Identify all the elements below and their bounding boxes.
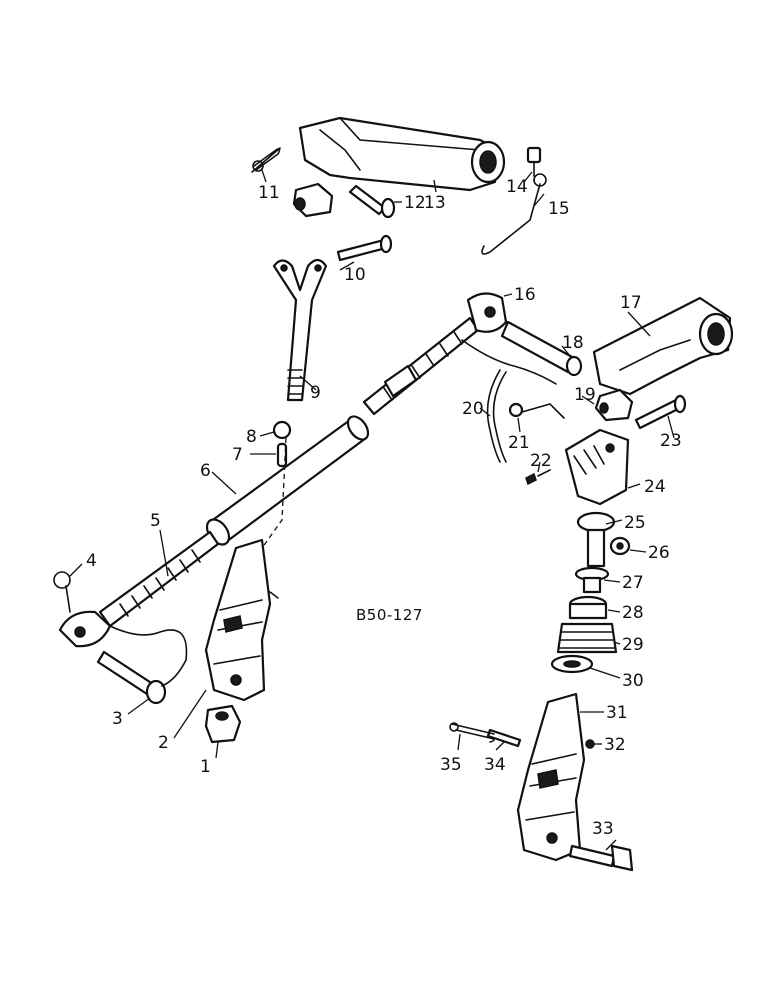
threaded-rod-part-5 [58, 530, 220, 648]
callout-15: 15 [548, 199, 570, 219]
spring-clip-part-11 [251, 147, 281, 173]
rod-end-part-16 [466, 292, 508, 333]
callout-34: 34 [484, 755, 506, 775]
bolt-part-33 [568, 844, 634, 872]
bolt-part-34 [486, 728, 522, 748]
callout-12: 12 [404, 193, 426, 213]
collar-part-28 [568, 595, 608, 620]
callout-29: 29 [622, 635, 644, 655]
pin-part-10 [336, 234, 393, 262]
wire-part-15 [481, 183, 541, 255]
callout-11: 11 [258, 183, 280, 203]
callout-35: 35 [440, 755, 462, 775]
small-pin-near-part-2 [269, 591, 279, 599]
drawing-code: B50-127 [356, 606, 423, 624]
ball-part-8 [272, 420, 292, 440]
callout-17: 17 [620, 293, 642, 313]
callout-6: 6 [200, 461, 211, 481]
block-part-12-area [292, 182, 396, 219]
callout-25: 25 [624, 513, 646, 533]
lift-arm-part-13 [298, 116, 506, 192]
block-part-19 [594, 388, 634, 422]
callout-labels: 1 2 3 4 5 6 7 8 9 10 11 12 13 14 15 16 1… [86, 177, 682, 839]
callout-26: 26 [648, 543, 670, 563]
callout-23: 23 [660, 431, 682, 451]
callout-18: 18 [562, 333, 584, 353]
callout-31: 31 [606, 703, 628, 723]
callout-1: 1 [200, 757, 211, 777]
callout-32: 32 [604, 735, 626, 755]
callout-24: 24 [644, 477, 666, 497]
leader-lines [69, 169, 675, 851]
bolt-part-14 [526, 146, 547, 187]
pin-part-22 [525, 469, 551, 486]
callout-14: 14 [506, 177, 528, 197]
pin-part-3 [96, 625, 188, 705]
callout-2: 2 [158, 733, 169, 753]
callout-30: 30 [622, 671, 644, 691]
nut-part-32 [585, 739, 595, 749]
pin-part-7 [276, 442, 288, 468]
upper-threaded-rod [362, 316, 480, 416]
tube-part-6 [205, 415, 370, 546]
leveling-box-part-31 [516, 692, 586, 862]
callout-28: 28 [622, 603, 644, 623]
clip-part-35 [449, 722, 495, 743]
bent-pin-part-21 [508, 402, 565, 419]
forked-rod-part-9 [272, 258, 328, 402]
spring-part-20 [486, 369, 507, 463]
callout-22: 22 [530, 451, 552, 471]
washer-part-27 [574, 566, 610, 594]
nut-part-26 [609, 536, 631, 556]
callout-21: 21 [508, 433, 530, 453]
callout-9: 9 [310, 383, 321, 403]
pin-part-23 [634, 394, 687, 430]
leveling-box-part-2 [204, 538, 272, 702]
callout-7: 7 [232, 445, 243, 465]
callout-3: 3 [112, 709, 123, 729]
callout-13: 13 [424, 193, 446, 213]
hex-nut-part-1 [204, 704, 242, 744]
callout-33: 33 [592, 819, 614, 839]
callout-27: 27 [622, 573, 644, 593]
assembly-line [261, 437, 287, 549]
callout-16: 16 [514, 285, 536, 305]
callout-10: 10 [344, 265, 366, 285]
lift-arm-part-17 [592, 296, 734, 396]
callout-8: 8 [246, 427, 257, 447]
callout-20: 20 [462, 399, 484, 419]
ring-pin-part-4 [53, 571, 71, 613]
callout-19: 19 [574, 385, 596, 405]
threaded-cup-part-29 [556, 622, 618, 654]
callout-5: 5 [150, 511, 161, 531]
callout-4: 4 [86, 551, 97, 571]
gear-part-25 [576, 511, 616, 568]
yoke-part-24 [564, 428, 630, 506]
pin-part-18 [461, 320, 583, 385]
washer-part-30 [550, 654, 594, 674]
